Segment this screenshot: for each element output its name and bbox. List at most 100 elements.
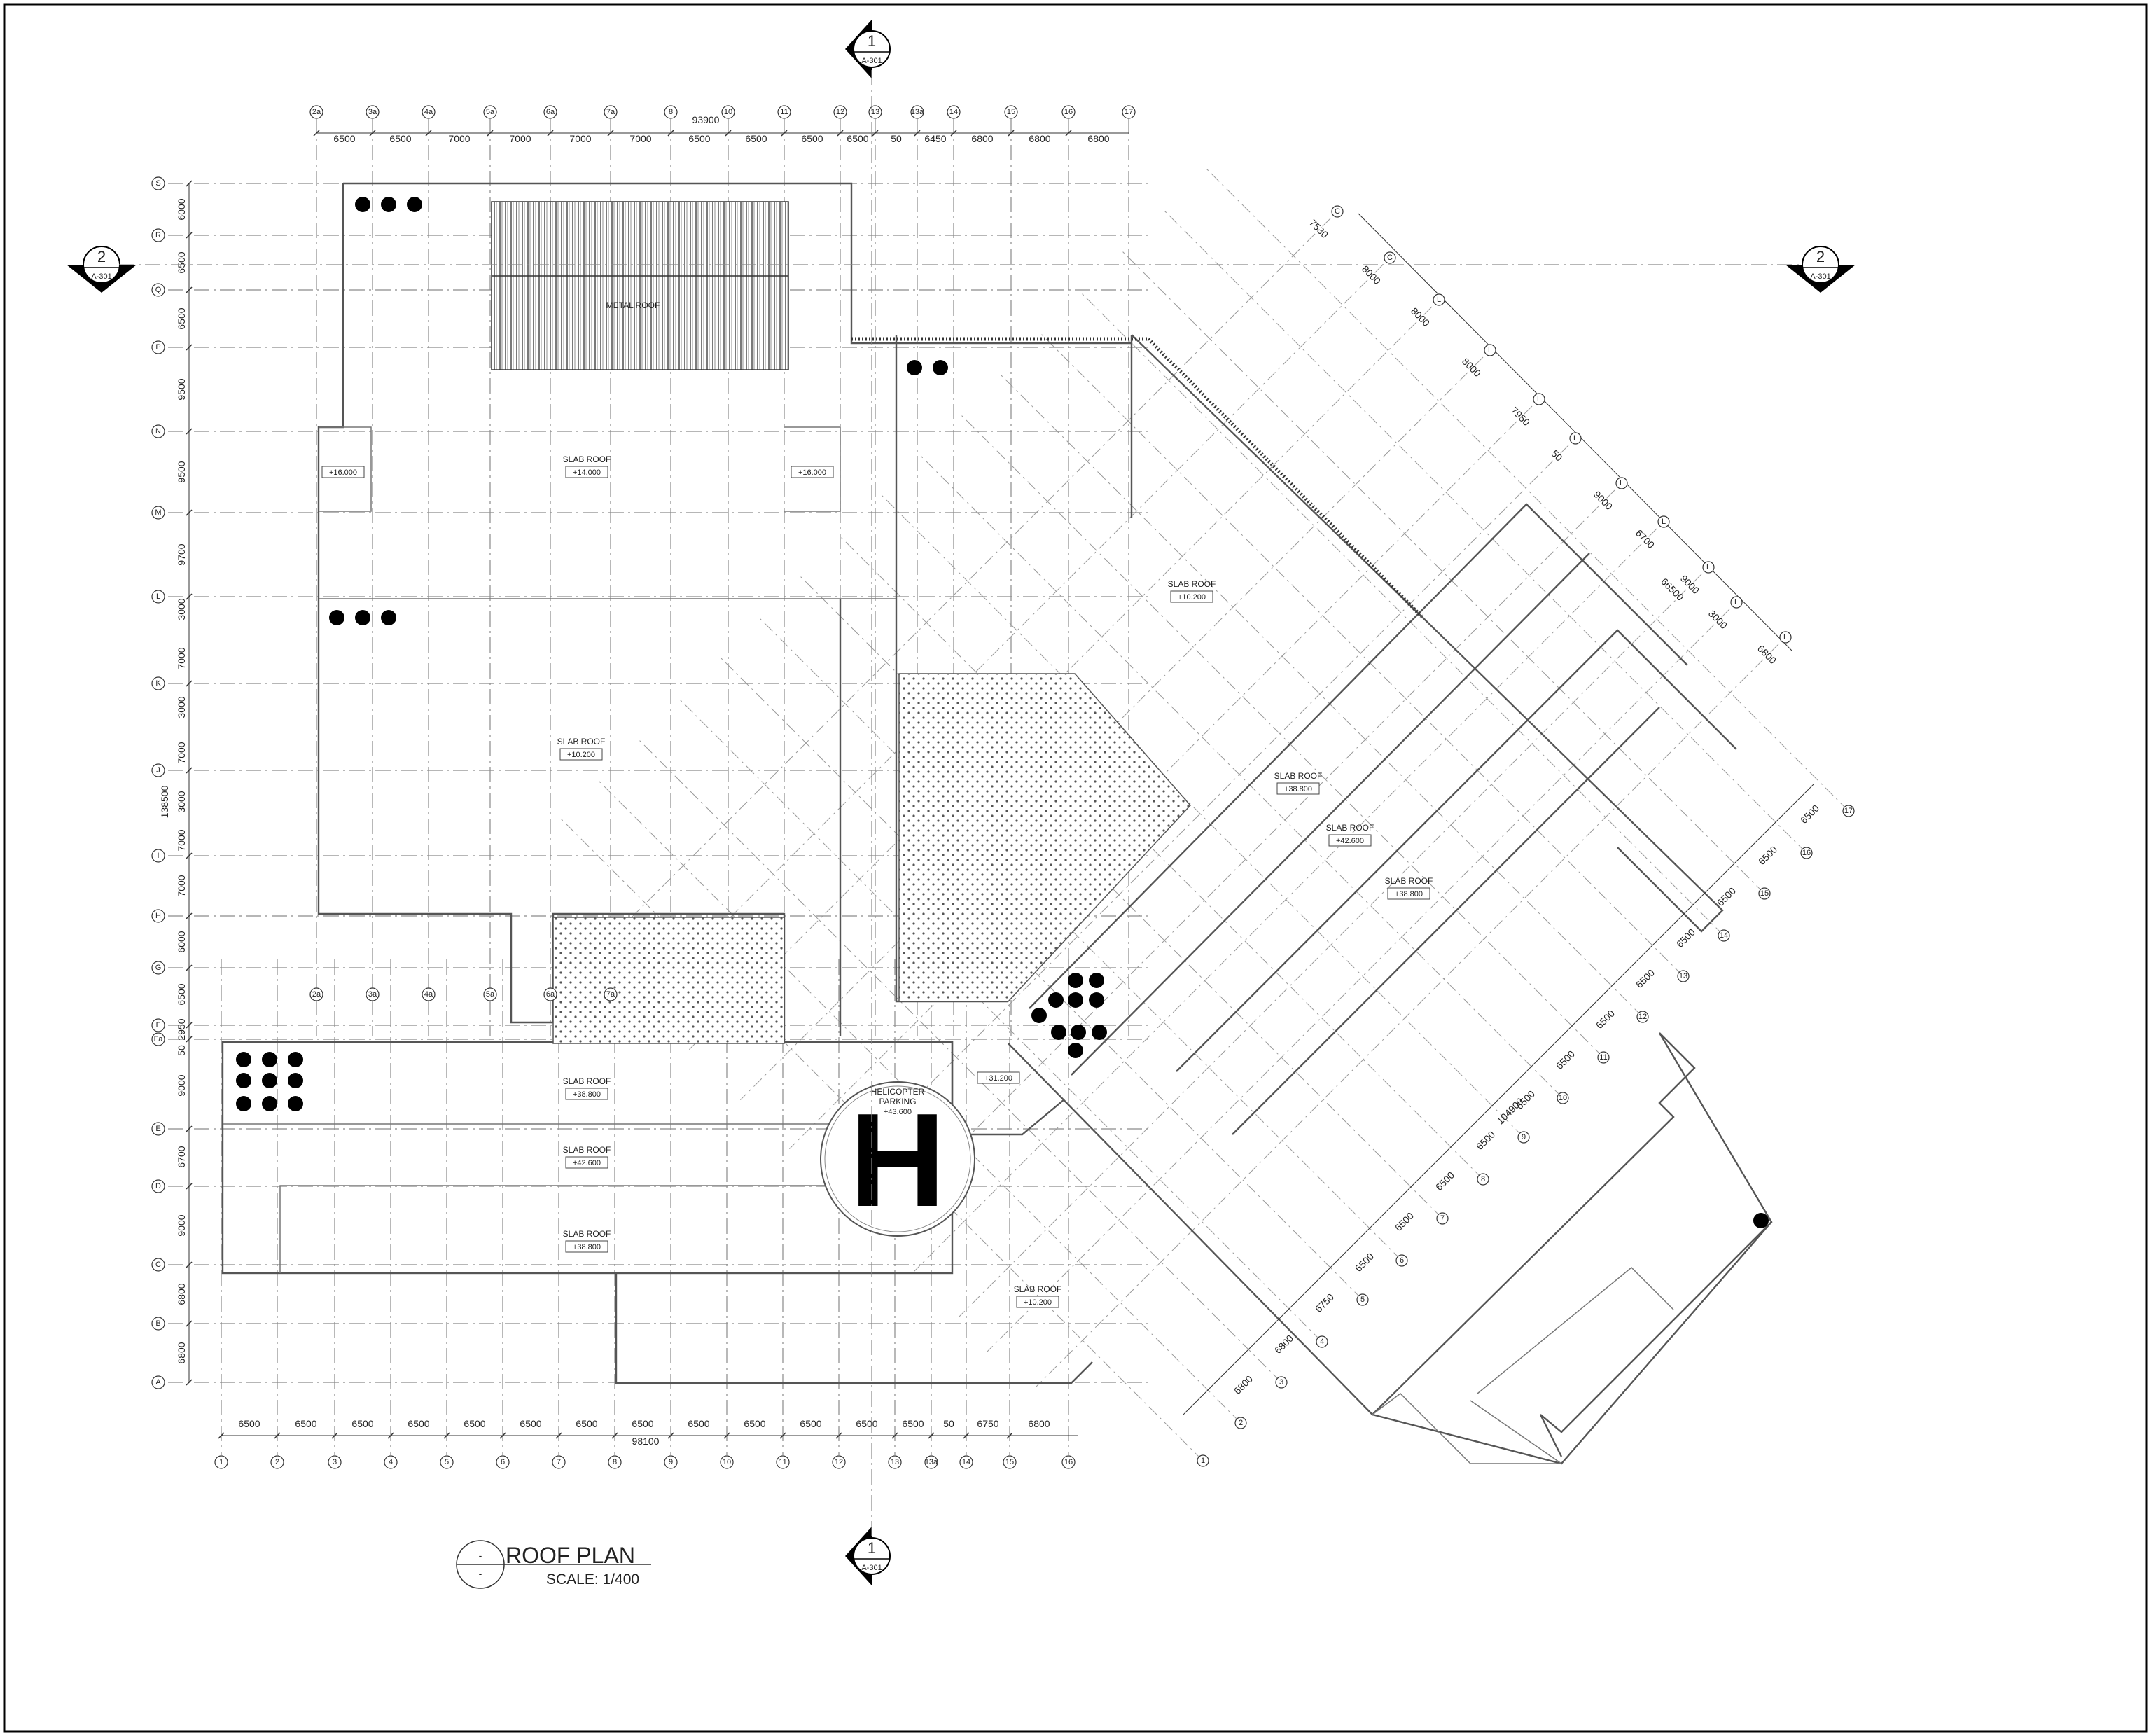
svg-text:1: 1 (868, 1539, 876, 1557)
svg-text:R: R (155, 231, 161, 239)
grid-bubble: 6a (543, 987, 557, 1001)
grid-bubble: 6a (543, 105, 557, 119)
grid-bubble: B (151, 1317, 165, 1331)
metal-roof-area (491, 201, 789, 370)
equipment-dot (381, 197, 396, 212)
grid-bubble: 15 (1758, 887, 1771, 900)
slab-roof-label: SLAB ROOF (563, 1145, 611, 1155)
overall-dim-top: 93900 (692, 114, 720, 125)
equipment-dot (1048, 992, 1064, 1008)
grid-bubble: 8 (1477, 1173, 1489, 1186)
svg-text:13a: 13a (911, 108, 924, 116)
grid-bubble: 7a (604, 987, 618, 1001)
svg-text:13: 13 (891, 1458, 899, 1466)
svg-text:7a: 7a (606, 990, 615, 999)
grid-bubble: A (151, 1375, 165, 1389)
svg-text:7a: 7a (606, 108, 615, 116)
helipad-level: +43.600 (884, 1108, 912, 1116)
dim-label: 7000 (448, 133, 470, 144)
grid-bubble: 4 (1316, 1335, 1328, 1348)
overall-dim-left: 138500 (159, 785, 170, 818)
grid-bubble: 11 (777, 105, 791, 119)
grid-bubble: N (151, 424, 165, 438)
dotted-roof-area-diagonal (898, 673, 1192, 1002)
svg-text:11: 11 (1599, 1053, 1607, 1062)
grid-bubble: 5a (483, 987, 497, 1001)
equipment-dot (288, 1073, 303, 1088)
svg-text:I: I (157, 852, 159, 860)
svg-text:3a: 3a (368, 108, 377, 116)
svg-text:L: L (1783, 633, 1788, 641)
svg-text:8: 8 (669, 108, 673, 116)
roof-level-tag: +38.800 (573, 1090, 601, 1099)
svg-text:13a: 13a (925, 1458, 938, 1466)
roof-level-tag: +10.200 (567, 751, 595, 759)
dim-label: 3000 (176, 598, 187, 620)
equipment-dot (355, 197, 370, 212)
svg-text:4: 4 (1320, 1338, 1324, 1346)
svg-text:4a: 4a (424, 108, 433, 116)
roof-level-tag: +38.800 (1395, 890, 1423, 898)
svg-text:2: 2 (275, 1458, 279, 1466)
roof-area-labels: METAL ROOF SLAB ROOF +14.000 SLAB ROOF +… (321, 300, 1433, 1308)
svg-text:2: 2 (1239, 1419, 1243, 1427)
svg-text:A-301: A-301 (861, 1564, 882, 1572)
svg-text:L: L (1706, 563, 1711, 571)
svg-text:15: 15 (1005, 1458, 1014, 1466)
dim-label: 9000 (176, 1214, 187, 1236)
dim-label: 50 (176, 1045, 187, 1056)
dim-label: 3000 (1706, 608, 1729, 631)
dim-label: 6500 (1715, 885, 1738, 908)
helipad-label: HELICOPTER (871, 1087, 925, 1097)
equipment-dot (1071, 1025, 1086, 1040)
roof-equipment-dots (236, 197, 1769, 1228)
dotted-roof-area (552, 917, 785, 1044)
grid-bubble: 17 (1842, 805, 1855, 817)
helipad-label: PARKING (879, 1097, 916, 1106)
svg-text:15: 15 (1007, 108, 1015, 116)
svg-text:1: 1 (868, 32, 876, 50)
dim-label: 6500 (176, 307, 187, 329)
svg-text:12: 12 (1638, 1013, 1647, 1021)
dim-label: 6500 (1798, 803, 1821, 826)
dim-label: 7000 (629, 133, 651, 144)
equipment-dot (288, 1052, 303, 1067)
grid-bubble: 2 (270, 1455, 284, 1469)
grid-bubble: 9 (1517, 1131, 1530, 1144)
dim-label: 6500 (1756, 844, 1779, 867)
svg-text:10: 10 (1559, 1094, 1567, 1102)
svg-text:10: 10 (724, 108, 732, 116)
grid-bubble: 8 (608, 1455, 622, 1469)
dim-label: 7000 (176, 647, 187, 669)
svg-text:B: B (155, 1319, 160, 1328)
helipad: HELICOPTER PARKING +43.600 H (820, 1081, 975, 1237)
slab-roof-label: SLAB ROOF (1014, 1284, 1062, 1294)
grid-bubble: K (151, 676, 165, 690)
grid-bubble: 2a (309, 987, 323, 1001)
grid-bubble: 16 (1800, 847, 1813, 859)
grid-bubble: D (151, 1179, 165, 1193)
grid-bubble: 14 (947, 105, 961, 119)
grid-bubble: L (1702, 561, 1715, 574)
equipment-dot (262, 1073, 277, 1088)
dim-label: 3000 (176, 791, 187, 812)
dim-label: 9500 (176, 461, 187, 482)
slab-roof-label: SLAB ROOF (1326, 823, 1374, 833)
svg-text:9: 9 (669, 1458, 673, 1466)
svg-text:1: 1 (219, 1458, 223, 1466)
dim-label: 3000 (176, 696, 187, 718)
svg-text:4: 4 (389, 1458, 393, 1466)
roof-level-tag: +42.600 (573, 1159, 601, 1167)
svg-text:9: 9 (1522, 1133, 1526, 1141)
dim-label: 50 (943, 1418, 954, 1429)
dim-label: 6750 (977, 1418, 998, 1429)
svg-text:C: C (155, 1261, 161, 1269)
roof-level-tag: +42.600 (1336, 837, 1364, 845)
svg-text:C: C (1387, 254, 1393, 262)
svg-text:L: L (1537, 395, 1541, 403)
grid-bubble: C (1384, 251, 1396, 264)
dim-label: 6700 (1634, 527, 1657, 550)
grid-bubble: L (1779, 631, 1792, 644)
svg-text:3: 3 (1279, 1378, 1283, 1387)
